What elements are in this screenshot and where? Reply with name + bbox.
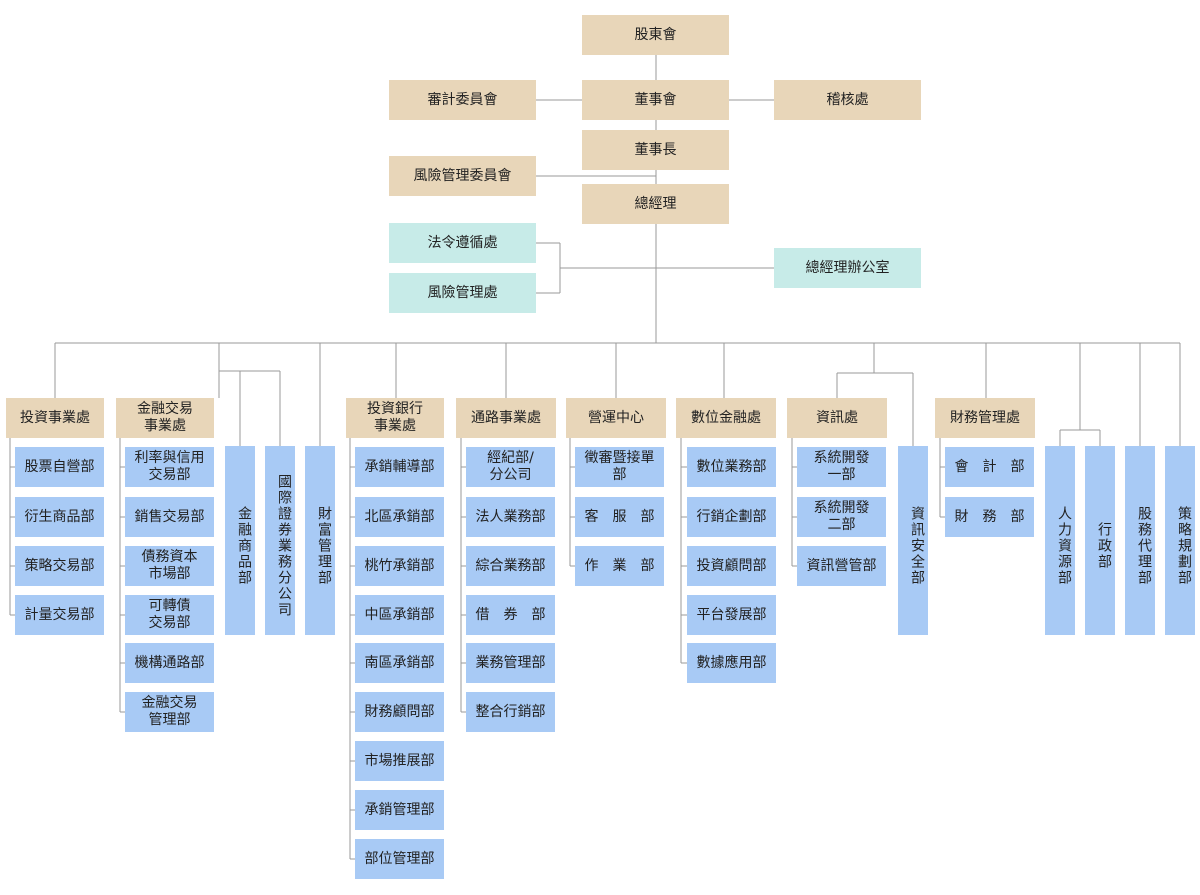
- shareholders-box: 股東會: [582, 15, 729, 55]
- unit-operations-2: 客 服 部: [575, 497, 664, 537]
- unit-financial-trading-4: 可轉債 交易部: [125, 595, 214, 635]
- unit-digital-finance-5: 數據應用部: [687, 643, 776, 683]
- unit-operations-1: 徵審暨接單 部: [575, 447, 664, 487]
- division-investment-banking: 投資銀行 事業處: [346, 398, 444, 438]
- unit-digital-finance-2: 行銷企劃部: [687, 497, 776, 537]
- risk-management-box: 風險管理處: [389, 273, 536, 313]
- board-box: 董事會: [582, 80, 729, 120]
- unit-channel-2: 法人業務部: [466, 497, 555, 537]
- unit-investment-3: 策略交易部: [15, 546, 104, 586]
- unit-investment-1: 股票自營部: [15, 447, 104, 487]
- unit-investment-banking-4: 中區承銷部: [355, 595, 444, 635]
- risk-committee-box: 風險管理委員會: [389, 156, 536, 196]
- unit-financial-trading-1: 利率與信用 交易部: [125, 447, 214, 487]
- unit-investment-banking-8: 承銷管理部: [355, 790, 444, 830]
- president-box: 總經理: [582, 184, 729, 224]
- audit-committee-box: 審計委員會: [389, 80, 536, 120]
- unit-digital-finance-4: 平台發展部: [687, 595, 776, 635]
- unit-investment-banking-2: 北區承銷部: [355, 497, 444, 537]
- unit-investment-banking-6: 財務顧問部: [355, 692, 444, 732]
- internal-audit-box: 稽核處: [774, 80, 921, 120]
- division-finance: 財務管理處: [935, 398, 1035, 438]
- unit-investment-banking-1: 承銷輔導部: [355, 447, 444, 487]
- division-it: 資訊處: [787, 398, 887, 438]
- unit-financial-trading-6: 金融交易 管理部: [125, 692, 214, 732]
- compliance-box: 法令遵循處: [389, 223, 536, 263]
- unit-channel-4: 借 券 部: [466, 595, 555, 635]
- unit-financial-trading-3: 債務資本 市場部: [125, 546, 214, 586]
- division-operations: 營運中心: [566, 398, 666, 438]
- unit-it-1: 系統開發 一部: [797, 447, 886, 487]
- chairman-box: 董事長: [582, 130, 729, 170]
- division-digital-finance: 數位金融處: [676, 398, 776, 438]
- president-office-box: 總經理辦公室: [774, 248, 921, 288]
- unit-investment-banking-9: 部位管理部: [355, 839, 444, 879]
- unit-it-2: 系統開發 二部: [797, 497, 886, 537]
- unit-channel-6: 整合行銷部: [466, 692, 555, 732]
- unit-digital-finance-1: 數位業務部: [687, 447, 776, 487]
- dept-strategic-planning: 策略規劃部: [1165, 446, 1195, 635]
- dept-administration: 行政部: [1085, 446, 1115, 635]
- unit-investment-banking-3: 桃竹承銷部: [355, 546, 444, 586]
- unit-digital-finance-3: 投資顧問部: [687, 546, 776, 586]
- unit-investment-2: 衍生商品部: [15, 497, 104, 537]
- dept-stock-agency: 股務代理部: [1125, 446, 1155, 635]
- unit-it-3: 資訊營管部: [797, 546, 886, 586]
- unit-investment-banking-7: 市場推展部: [355, 741, 444, 781]
- dept-financial-products: 金融商品部: [225, 446, 255, 635]
- division-channel: 通路事業處: [456, 398, 556, 438]
- division-financial-trading: 金融交易 事業處: [116, 398, 214, 438]
- division-investment: 投資事業處: [6, 398, 104, 438]
- unit-channel-5: 業務管理部: [466, 643, 555, 683]
- unit-finance-2: 財 務 部: [945, 497, 1034, 537]
- unit-financial-trading-5: 機構通路部: [125, 643, 214, 683]
- dept-info-security: 資訊安全部: [898, 446, 928, 635]
- unit-finance-1: 會 計 部: [945, 447, 1034, 487]
- unit-channel-1: 經紀部/ 分公司: [466, 447, 555, 487]
- unit-operations-3: 作 業 部: [575, 546, 664, 586]
- unit-financial-trading-2: 銷售交易部: [125, 497, 214, 537]
- dept-international-securities: 國際證券業務分公司: [265, 446, 295, 635]
- unit-investment-banking-5: 南區承銷部: [355, 643, 444, 683]
- dept-wealth-management: 財富管理部: [305, 446, 335, 635]
- unit-investment-4: 計量交易部: [15, 595, 104, 635]
- unit-channel-3: 綜合業務部: [466, 546, 555, 586]
- dept-human-resources: 人力資源部: [1045, 446, 1075, 635]
